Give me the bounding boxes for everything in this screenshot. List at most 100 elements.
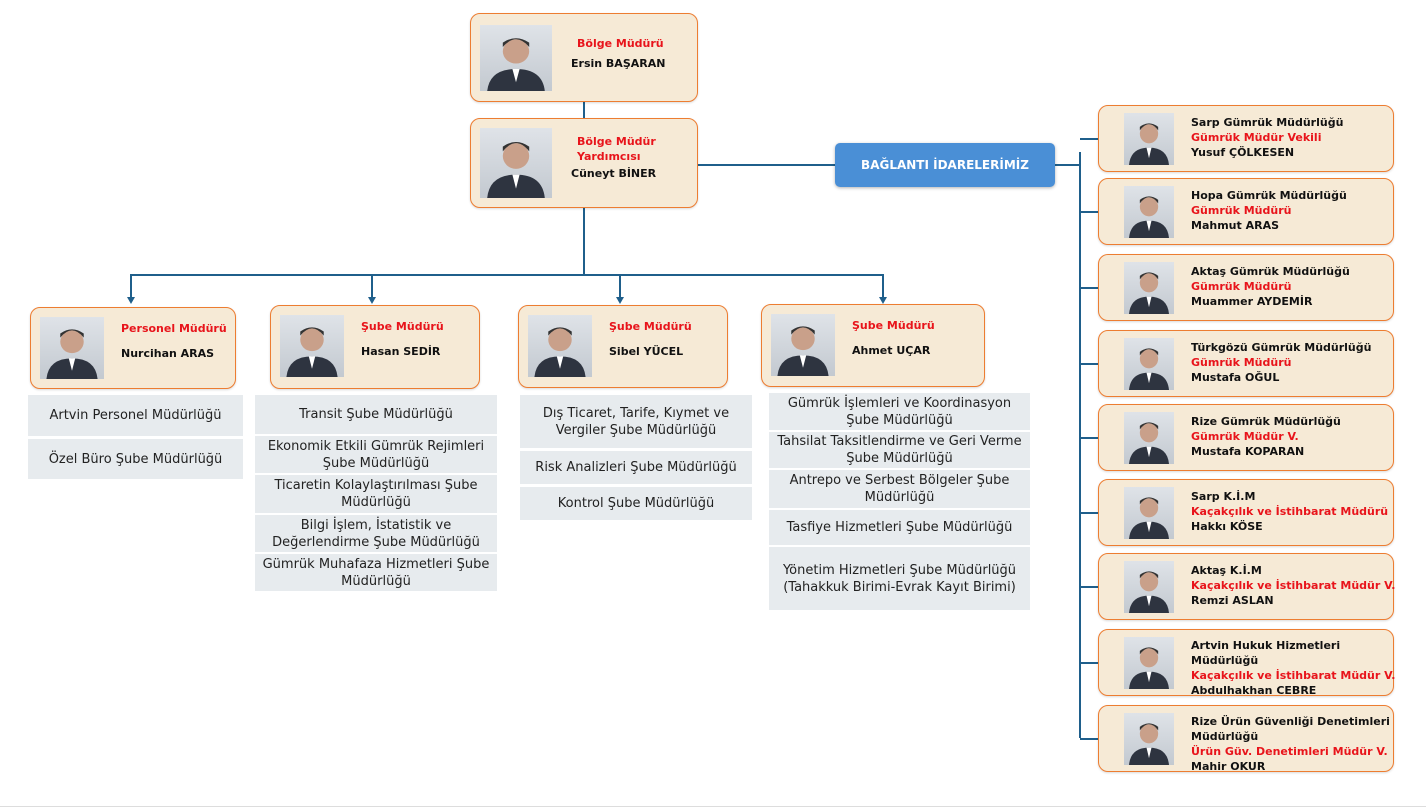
office-name: Aktaş K.İ.M	[1191, 564, 1262, 577]
connector-line	[619, 275, 621, 298]
unit-box: Özel Büro Şube Müdürlüğü	[28, 439, 243, 479]
unit-box: Risk Analizleri Şube Müdürlüğü	[520, 451, 752, 484]
office-name: Rize Ürün Güvenliği Denetimleri Müdürlüğ…	[1191, 715, 1390, 743]
person-name: Ahmet UÇAR	[852, 344, 931, 357]
person-name: Mahmut ARAS	[1191, 219, 1279, 232]
person-name: Abdulhakhan CEBRE	[1191, 684, 1317, 697]
unit-box: Ticaretin Kolaylaştırılması Şube Müdürlü…	[255, 475, 497, 513]
office-name: Rize Gümrük Müdürlüğü	[1191, 415, 1341, 428]
office-card: Sarp K.İ.M Kaçakçılık ve İstihbarat Müdür…	[1098, 479, 1394, 546]
person-name: Mustafa OĞUL	[1191, 371, 1280, 384]
person-title: Kaçakçılık ve İstihbarat Müdürü	[1191, 505, 1389, 518]
person-photo	[280, 315, 344, 377]
person-photo	[1124, 412, 1174, 464]
person-name: Ersin BAŞARAN	[571, 57, 666, 70]
person-name: Hasan SEDİR	[361, 345, 441, 358]
person-title: Gümrük Müdürü	[1191, 204, 1292, 217]
connector-line	[882, 275, 884, 298]
connector-line	[1080, 512, 1098, 514]
arrow-down-icon	[879, 297, 887, 304]
person-name: Hakkı KÖSE	[1191, 520, 1263, 533]
person-title: Gümrük Müdür V.	[1191, 430, 1299, 443]
person-title: Gümrük Müdürü	[1191, 280, 1292, 293]
person-title: Gümrük Müdür Vekili	[1191, 131, 1322, 144]
unit-box: Dış Ticaret, Tarife, Kıymet ve Vergiler …	[520, 395, 752, 448]
office-name: Türkgözü Gümrük Müdürlüğü	[1191, 341, 1372, 354]
person-photo	[771, 314, 835, 376]
connector-line	[130, 275, 132, 298]
person-photo	[1124, 561, 1174, 613]
connector-line	[583, 208, 585, 275]
connector-line	[1080, 662, 1098, 664]
person-name: Cüneyt BİNER	[571, 167, 657, 180]
person-title: Bölge Müdürü	[577, 37, 664, 50]
unit-box: Antrepo ve Serbest Bölgeler Şube Müdürlü…	[769, 470, 1030, 508]
connector-line	[1080, 738, 1098, 740]
connector-line	[1080, 211, 1098, 213]
unit-box: Gümrük Muhafaza Hizmetleri Şube Müdürlüğ…	[255, 554, 497, 591]
connector-line	[130, 274, 884, 276]
person-name: Nurcihan ARAS	[121, 347, 215, 360]
person-photo	[480, 128, 552, 198]
connector-line	[1055, 164, 1080, 166]
person-name: Mustafa KOPARAN	[1191, 445, 1305, 458]
connected-offices-button[interactable]: BAĞLANTI İDARELERİMİZ	[835, 143, 1055, 187]
office-name: Aktaş Gümrük Müdürlüğü	[1191, 265, 1350, 278]
unit-box: Bilgi İşlem, İstatistik ve Değerlendirme…	[255, 515, 497, 552]
connector-line	[371, 275, 373, 298]
connector-line	[1080, 437, 1098, 439]
person-photo	[1124, 637, 1174, 689]
person-photo	[1124, 713, 1174, 765]
office-card: Rize Ürün Güvenliği Denetimleri Müdürlüğ…	[1098, 705, 1394, 773]
connector-line	[1079, 152, 1081, 738]
person-title: Personel Müdürü	[121, 322, 227, 335]
connector-line	[1080, 287, 1098, 289]
person-photo	[1124, 338, 1174, 390]
office-name: Hopa Gümrük Müdürlüğü	[1191, 189, 1347, 202]
arrow-down-icon	[616, 297, 624, 304]
unit-box: Tahsilat Taksitlendirme ve Geri Verme Şu…	[769, 432, 1030, 468]
person-photo	[480, 25, 552, 91]
person-title: Gümrük Müdürü	[1191, 356, 1292, 369]
unit-box: Artvin Personel Müdürlüğü	[28, 395, 243, 436]
person-title: Şube Müdürü	[361, 320, 444, 333]
office-name: Sarp K.İ.M	[1191, 490, 1256, 503]
office-name: Sarp Gümrük Müdürlüğü	[1191, 116, 1344, 129]
connector-line	[1080, 138, 1098, 140]
person-name: Sibel YÜCEL	[609, 345, 684, 358]
unit-box: Tasfiye Hizmetleri Şube Müdürlüğü	[769, 510, 1030, 545]
connector-line	[1080, 363, 1098, 365]
person-name: Remzi ASLAN	[1191, 594, 1274, 607]
person-photo	[40, 317, 104, 379]
office-name: Artvin Hukuk Hizmetleri Müdürlüğü	[1191, 639, 1341, 667]
unit-box: Gümrük İşlemleri ve Koordinasyon Şube Mü…	[769, 393, 1030, 430]
arrow-down-icon	[127, 297, 135, 304]
person-title: Şube Müdürü	[609, 320, 692, 333]
person-name: Muammer AYDEMİR	[1191, 295, 1313, 308]
person-photo	[1124, 487, 1174, 539]
person-photo	[528, 315, 592, 377]
person-title: Şube Müdürü	[852, 319, 935, 332]
connector-line	[1080, 586, 1098, 588]
person-title: Bölge Müdür Yardımcısı	[577, 135, 656, 163]
arrow-down-icon	[368, 297, 376, 304]
person-photo	[1124, 262, 1174, 314]
person-name: Mahir OKUR	[1191, 760, 1266, 773]
unit-box: Transit Şube Müdürlüğü	[255, 395, 497, 434]
person-photo	[1124, 113, 1174, 165]
person-photo	[1124, 186, 1174, 238]
person-name: Yusuf ÇÖLKESEN	[1191, 146, 1295, 159]
unit-box: Yönetim Hizmetleri Şube Müdürlüğü (Tahak…	[769, 547, 1030, 610]
